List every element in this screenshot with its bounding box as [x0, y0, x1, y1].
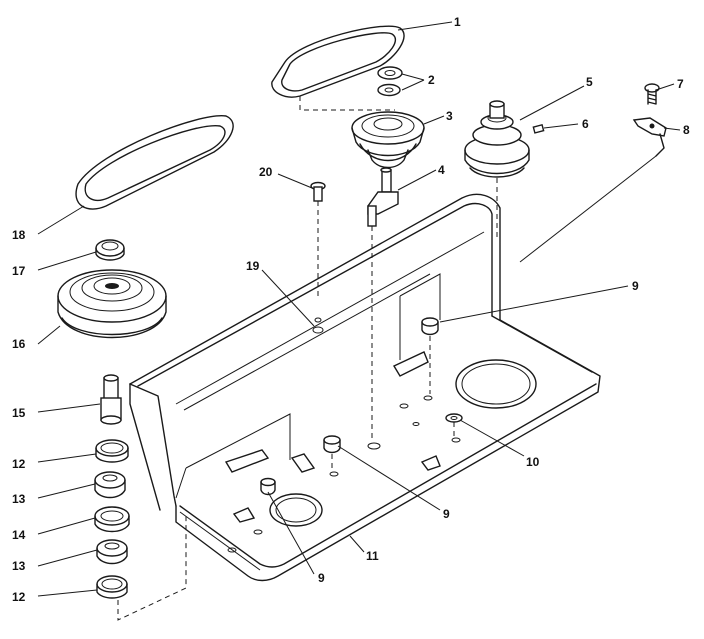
callout-9-lower: 9: [318, 571, 325, 585]
grommet-9-upper: [421, 317, 439, 394]
set-screw-6: [532, 123, 545, 134]
callout-20: 20: [259, 165, 273, 179]
belt-upper: [271, 25, 405, 111]
leader-lines: [37, 21, 681, 597]
spindle-shaft-15: [100, 374, 122, 425]
callout-11: 11: [366, 549, 379, 563]
housing-11: [129, 193, 601, 582]
callout-4: 4: [438, 163, 445, 177]
callout-9-middle: 9: [443, 507, 450, 521]
belt-large-18: [75, 115, 234, 210]
bearing-stack: [94, 439, 187, 621]
callout-13-lower: 13: [12, 559, 26, 573]
callout-12-lower: 12: [12, 590, 26, 604]
callout-8: 8: [683, 123, 690, 137]
callout-18: 18: [12, 228, 26, 242]
grommet-9-lower: [260, 477, 276, 496]
grommet-9-middle: [323, 435, 341, 472]
washer-10: [445, 413, 463, 438]
callout-16: 16: [12, 337, 26, 351]
spacers-2: [377, 66, 403, 97]
callout-5: 5: [586, 75, 593, 89]
callout-13-upper: 13: [12, 492, 26, 506]
callout-12-upper: 12: [12, 457, 26, 471]
callout-6: 6: [582, 117, 589, 131]
screw-7: [644, 83, 660, 105]
callout-14: 14: [12, 528, 26, 542]
callout-15: 15: [12, 406, 26, 420]
callout-9-upper: 9: [632, 279, 639, 293]
clamp-8: [519, 117, 667, 263]
callout-17: 17: [12, 264, 26, 278]
callout-2: 2: [428, 73, 435, 87]
bearing-17: [95, 239, 125, 261]
callout-labels: 1 2 3 4 5 6 7 8 9 9 9 10 11 12 12 13 13 …: [12, 15, 690, 604]
callout-3: 3: [446, 109, 453, 123]
spindle-pulley-5: [464, 100, 530, 240]
screw-20: [310, 181, 326, 296]
step-pulley-16: [57, 269, 167, 339]
callout-7: 7: [677, 77, 684, 91]
spindle-4: [367, 167, 399, 440]
motor-pulley-3: [351, 111, 425, 169]
callout-10: 10: [526, 455, 540, 469]
callout-19: 19: [246, 259, 260, 273]
callout-1: 1: [454, 15, 461, 29]
